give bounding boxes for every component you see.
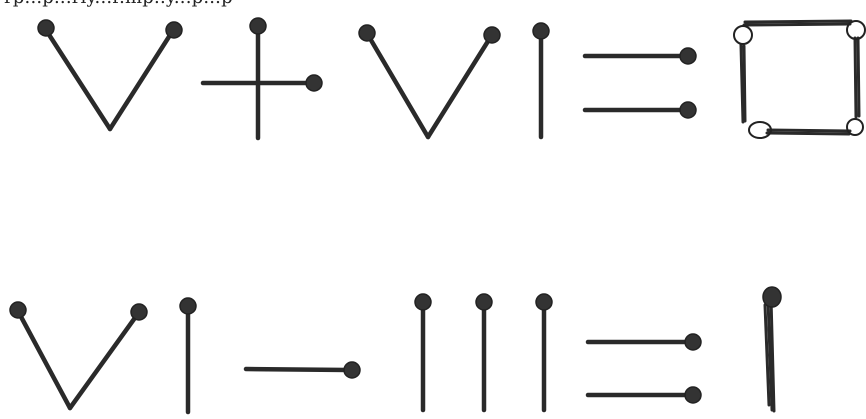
match-head [180,298,196,314]
row2-roman-three [415,294,552,410]
match-head [533,23,549,39]
match-head [344,362,360,378]
row1-plus-sign [203,18,322,138]
match-head [484,27,500,43]
row1-roman-five-left [38,20,182,129]
matchstick [46,30,110,129]
row2-roman-five [10,302,147,408]
row2-equals-sign [588,334,701,403]
match-head [250,18,266,34]
match-head [680,48,696,64]
matchstick [745,21,851,22]
match-head [680,102,696,118]
match-head [415,294,431,310]
match-head [10,302,26,318]
matchstick [368,35,428,137]
matchstick [858,38,859,116]
match-head [536,294,552,310]
row2-answer-stick [763,287,781,411]
matchstick [744,46,745,121]
matchstick [246,369,348,370]
matchstick [19,313,70,408]
match-head [685,334,701,350]
row1-equals-sign [585,48,696,118]
row1-roman-one [533,23,549,137]
match-head [847,21,865,39]
match-head [131,304,147,320]
matchstick [768,130,850,131]
match-head [847,119,863,135]
match-head [734,26,752,44]
matchstick [767,133,849,134]
matchstick [110,32,172,129]
match-head [359,25,375,41]
match-head [306,75,322,91]
row2-minus-sign [246,362,360,378]
matchstick [744,24,850,25]
match-head [38,20,54,36]
row1-roman-five-right [359,25,500,137]
matchstick [70,315,137,408]
matchstick [855,38,856,117]
match-head [166,22,182,38]
row1-answer-square [734,21,865,138]
match-head [685,387,701,403]
row2-roman-one-left [180,298,196,412]
matchstick [428,38,490,137]
match-head [476,294,492,310]
match-head [763,287,781,307]
